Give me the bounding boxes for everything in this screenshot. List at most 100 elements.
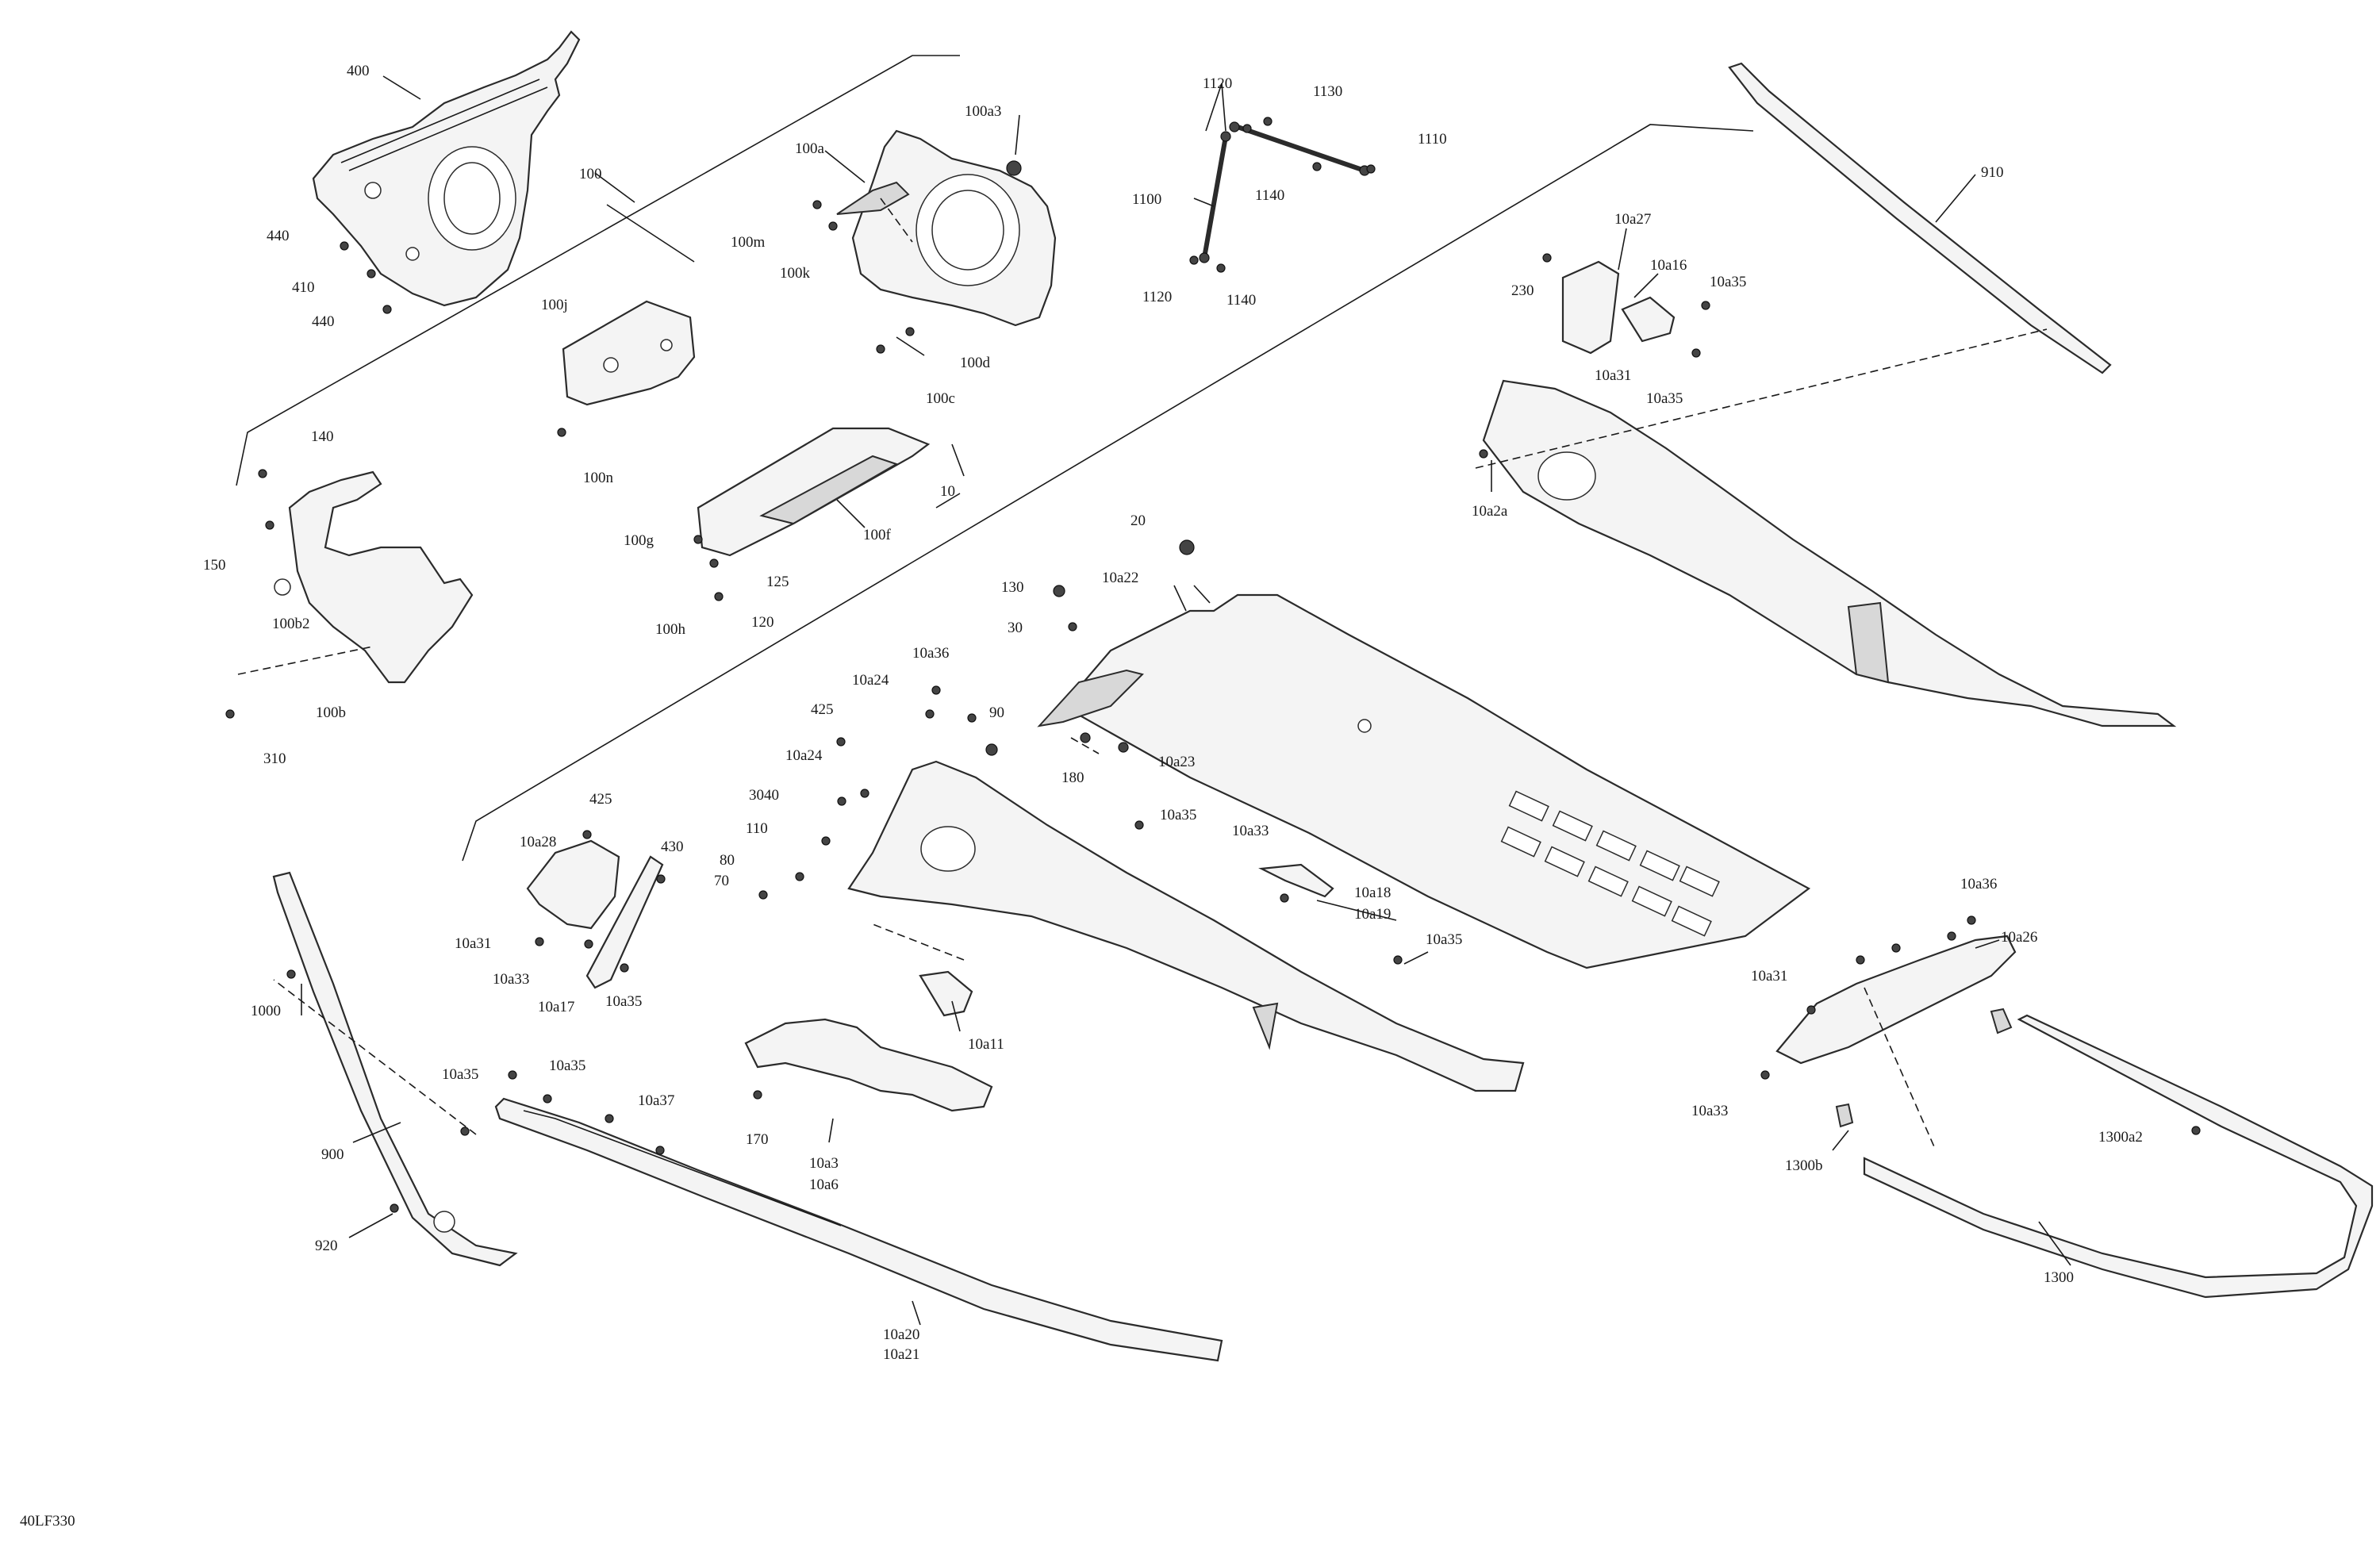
callout-180: 180 xyxy=(1061,770,1084,786)
callout-10a18: 10a18 xyxy=(1354,885,1391,901)
callout-125: 125 xyxy=(766,574,789,590)
callout-labels: 400 100 440 410 440 100a 100a3 100m 100k… xyxy=(20,63,2143,1530)
callout-425-b: 425 xyxy=(589,791,612,808)
part-10a28-bracket xyxy=(526,839,664,989)
callout-230: 230 xyxy=(1511,282,1534,299)
callout-100k: 100k xyxy=(780,265,811,282)
callout-10a31-a: 10a31 xyxy=(1595,367,1631,384)
callout-20: 20 xyxy=(1130,512,1146,529)
part-100a-bulkhead xyxy=(836,129,1057,327)
callout-410: 410 xyxy=(292,279,315,296)
tunnel-vent-slots xyxy=(1500,790,1720,937)
part-900-side-rail xyxy=(272,871,518,1267)
part-910-rail xyxy=(1728,62,2112,374)
callout-1300a2: 1300a2 xyxy=(2098,1129,2143,1146)
callout-430: 430 xyxy=(661,839,684,855)
group-boundaries xyxy=(236,55,1754,862)
callout-10a27: 10a27 xyxy=(1614,211,1651,228)
callout-10a31-c: 10a31 xyxy=(1751,968,1787,985)
callout-10a37: 10a37 xyxy=(638,1092,674,1109)
part-10a27-bracket xyxy=(1561,260,1676,355)
callout-80: 80 xyxy=(720,852,735,869)
callout-920: 920 xyxy=(315,1238,338,1254)
callout-10a16: 10a16 xyxy=(1650,257,1687,274)
callout-425-a: 425 xyxy=(811,701,834,718)
callout-100g: 100g xyxy=(624,532,654,549)
callout-1120-upper: 1120 xyxy=(1203,75,1232,92)
part-100b-lower-bracket xyxy=(274,470,474,684)
part-100j-plate xyxy=(562,300,696,406)
diagram-reference-code: 40LF330 xyxy=(20,1513,75,1530)
callout-120: 120 xyxy=(751,614,774,631)
callout-10a35-e: 10a35 xyxy=(605,993,642,1010)
callout-170: 170 xyxy=(746,1131,769,1148)
callout-100f: 100f xyxy=(863,527,892,543)
callout-100j: 100j xyxy=(541,297,568,313)
callout-10a3: 10a3 xyxy=(809,1155,839,1172)
callout-10a28: 10a28 xyxy=(520,834,556,850)
part-10a3-bracket xyxy=(744,1018,993,1112)
callout-1140-lower: 1140 xyxy=(1226,292,1256,309)
callout-10a19: 10a19 xyxy=(1354,906,1391,923)
callout-100c: 100c xyxy=(926,390,955,407)
callout-130: 130 xyxy=(1001,579,1024,596)
callout-440-lower: 440 xyxy=(312,313,335,330)
callout-1000: 1000 xyxy=(251,1003,281,1019)
callout-leaders xyxy=(301,75,2071,1326)
callout-10a31-b: 10a31 xyxy=(455,935,491,952)
callout-1100: 1100 xyxy=(1132,191,1161,208)
part-10a2a-tunnel-side xyxy=(1482,379,2177,727)
callout-900: 900 xyxy=(321,1146,344,1163)
callout-10a33-b: 10a33 xyxy=(493,971,529,988)
part-10a20-runner xyxy=(494,1097,1223,1362)
part-100f-bracket xyxy=(697,427,931,557)
callout-10a33-c: 10a33 xyxy=(1691,1103,1728,1119)
part-1100-rod xyxy=(1199,121,1370,263)
callout-1140-upper: 1140 xyxy=(1255,187,1284,204)
callout-10a35-f: 10a35 xyxy=(442,1066,478,1083)
callout-1130: 1130 xyxy=(1313,83,1342,100)
callout-310: 310 xyxy=(263,750,286,767)
callout-10: 10 xyxy=(940,483,955,500)
callout-10a23: 10a23 xyxy=(1158,754,1195,770)
part-10a11 xyxy=(919,970,973,1017)
callout-440-upper: 440 xyxy=(267,228,290,244)
fasteners xyxy=(225,117,2201,1213)
callout-100a3: 100a3 xyxy=(965,103,1001,120)
callout-10a21: 10a21 xyxy=(883,1346,919,1363)
callout-10a24-b: 10a24 xyxy=(785,747,823,764)
callout-10a35-g: 10a35 xyxy=(549,1057,585,1074)
callout-1300b: 1300b xyxy=(1785,1157,1823,1174)
part-10a18 xyxy=(1258,863,1334,898)
callout-10a20: 10a20 xyxy=(883,1326,919,1343)
callout-3040: 3040 xyxy=(749,787,779,804)
callout-110: 110 xyxy=(746,820,768,837)
callout-10a6: 10a6 xyxy=(809,1176,839,1193)
callout-100a: 100a xyxy=(795,140,825,157)
callout-10a35-b: 10a35 xyxy=(1646,390,1683,407)
callout-1110: 1110 xyxy=(1418,131,1447,148)
callout-10a35-d: 10a35 xyxy=(1426,931,1462,948)
assembly-dash-lines xyxy=(237,198,2048,1151)
callout-10a22: 10a22 xyxy=(1102,570,1138,586)
callout-10a26: 10a26 xyxy=(2001,929,2037,946)
callout-1300: 1300 xyxy=(2044,1269,2074,1286)
callout-140: 140 xyxy=(311,428,334,445)
callout-400: 400 xyxy=(347,63,370,79)
part-10a26-rear-bracket xyxy=(1775,935,2017,1065)
callout-100b2: 100b2 xyxy=(272,616,310,632)
callout-10a24-a: 10a24 xyxy=(852,672,889,689)
callout-150: 150 xyxy=(203,557,226,574)
callout-1120-lower: 1120 xyxy=(1142,289,1172,305)
callout-90: 90 xyxy=(989,704,1004,721)
callout-910: 910 xyxy=(1981,164,2004,181)
callout-100d: 100d xyxy=(960,355,991,371)
callout-10a35-c: 10a35 xyxy=(1160,807,1196,823)
callout-10a36-a: 10a36 xyxy=(912,645,949,662)
callout-100b: 100b xyxy=(316,704,346,721)
callout-10a35-a: 10a35 xyxy=(1710,274,1746,290)
part-1300-bumper xyxy=(1835,1008,2374,1299)
part-10a22-tunnel-top xyxy=(1037,593,1811,969)
